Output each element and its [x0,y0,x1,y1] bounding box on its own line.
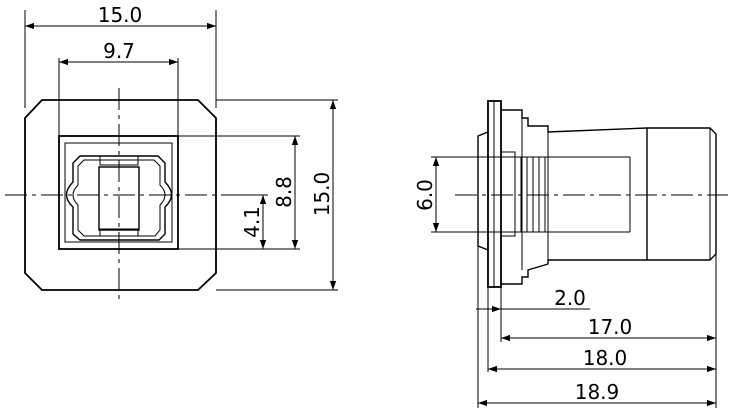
dim-label-flange-thickness: 2.0 [554,286,586,310]
front-flange-outline [24,99,217,291]
dim-label-center-offset: 4.1 [240,206,264,238]
dim-label-overall-height: 15.0 [310,172,334,217]
dim-label-body-length: 17.0 [588,315,633,339]
dim-label-inner-height: 8.8 [272,176,296,208]
dim-label-overall-width: 15.0 [98,3,143,27]
dim-label-length-with-flange: 18.0 [583,346,628,370]
dim-label-overall-length: 18.9 [575,380,620,404]
front-view: 15.0 9.7 8.8 4.1 15.0 [5,3,338,300]
dim-label-port-height: 6.0 [413,179,437,211]
side-front-lip [477,131,489,251]
side-inner-barrel [501,151,516,237]
port-housing-inner [72,159,166,237]
dim-label-inner-width: 9.7 [103,39,135,63]
side-view: 6.0 2.0 17.0 18.0 18.9 [413,100,728,408]
port-housing [65,155,173,241]
side-collar [501,109,717,285]
receptacle-inner [64,142,173,243]
